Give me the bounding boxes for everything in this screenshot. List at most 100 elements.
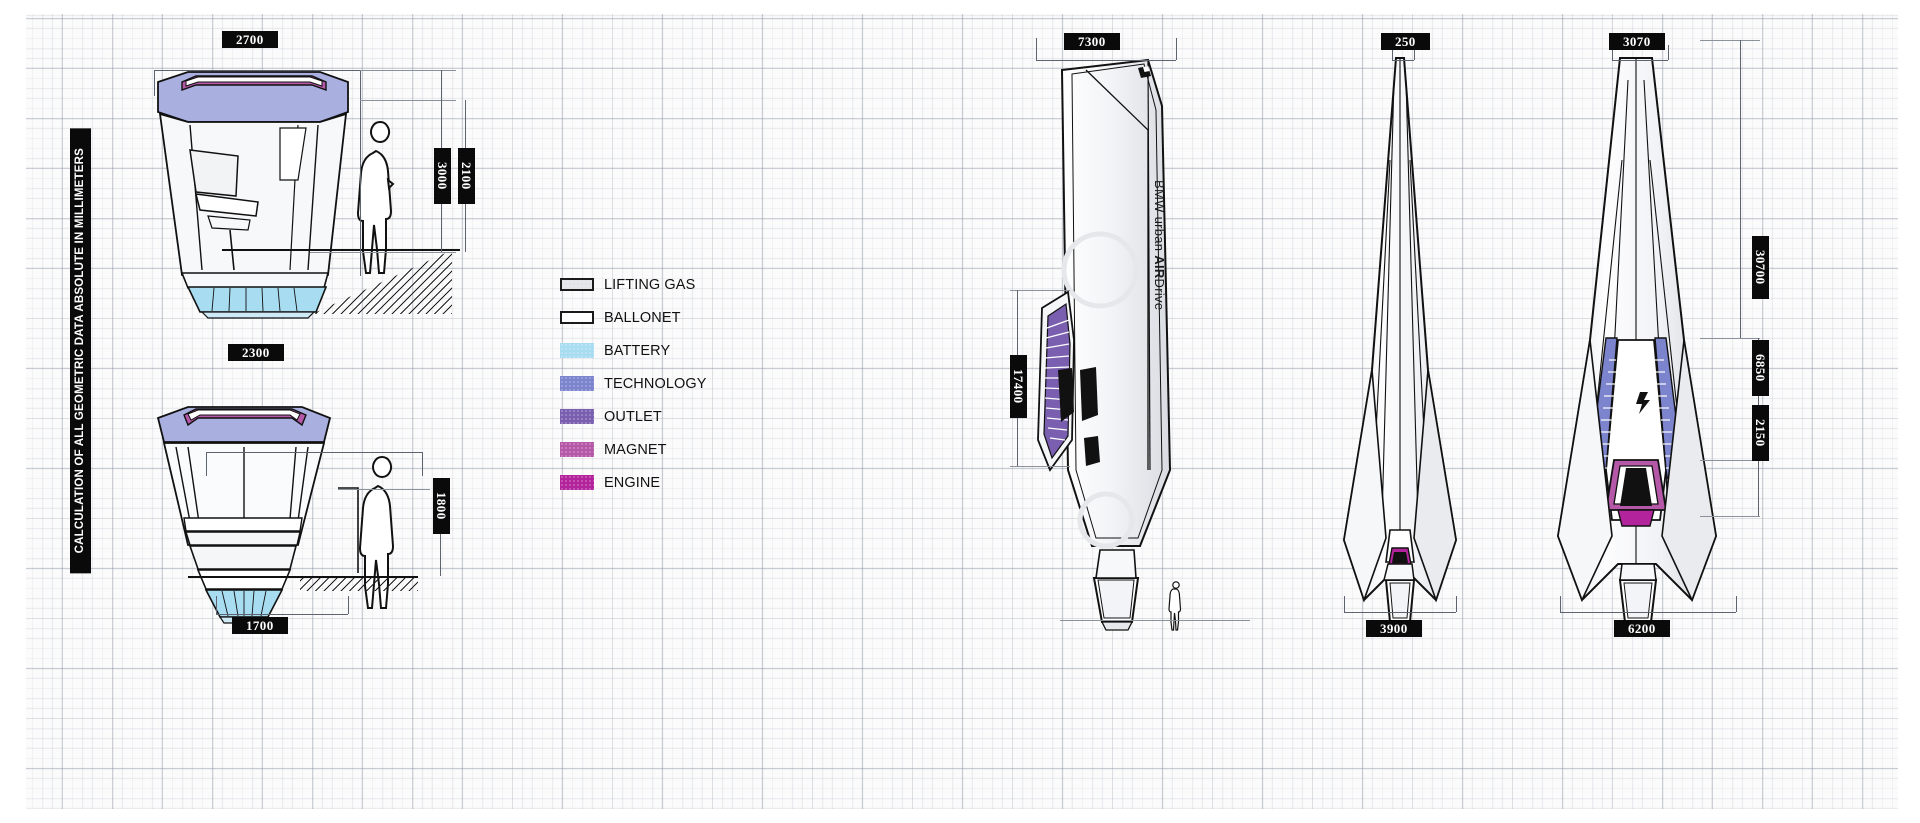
ext-line-6200-right bbox=[1736, 596, 1737, 612]
ext-tick-30700-top bbox=[1700, 40, 1760, 41]
airship-gondola-inner bbox=[1097, 579, 1135, 619]
cabin-frame-left bbox=[189, 124, 203, 271]
cabin-seat-cushion bbox=[195, 193, 259, 217]
ext-line-3900-left bbox=[1344, 596, 1345, 612]
sheet-margin-left bbox=[0, 0, 26, 823]
cabin-battery-pod bbox=[186, 286, 328, 313]
legend-label-outlet: OUTLET bbox=[604, 408, 662, 425]
ext-tick-2150-bottom bbox=[1700, 516, 1760, 517]
dim-line-3070 bbox=[1612, 60, 1668, 61]
cabin-seat-base bbox=[207, 215, 251, 231]
legend-swatch-lifting-gas bbox=[560, 278, 594, 291]
sheet-margin-right bbox=[1898, 0, 1920, 823]
sheet-caption: CALCULATION OF ALL GEOMETRIC DATA ABSOLU… bbox=[70, 128, 91, 574]
airship-hull-spine bbox=[1147, 59, 1151, 471]
ext-line-2700-left bbox=[154, 70, 155, 96]
airship-front-nozzle bbox=[1392, 552, 1408, 563]
dim-line-2300 bbox=[206, 452, 422, 453]
dim-label-3900: 3900 bbox=[1366, 620, 1422, 637]
legend-swatch-ballonet bbox=[560, 311, 594, 324]
airship-side-intake bbox=[1058, 368, 1074, 422]
materials-legend: LIFTING GAS BALLONET BATTERY TECHNOLOGY … bbox=[560, 268, 780, 499]
dim-label-30700: 30700 bbox=[1752, 236, 1769, 299]
airship-top-wing-left bbox=[1557, 339, 1613, 603]
cabin-front-band-upper bbox=[183, 517, 303, 532]
sheet-margin-bottom bbox=[0, 809, 1920, 823]
legend-item-ballonet[interactable]: BALLONET bbox=[560, 301, 780, 334]
airship-front-gondola-inner bbox=[1389, 582, 1411, 619]
dim-label-250: 250 bbox=[1381, 33, 1430, 50]
cabin-section-view bbox=[130, 30, 490, 330]
sheet-margin-top bbox=[0, 0, 1920, 14]
airship-roundel-upper bbox=[1061, 231, 1139, 309]
legend-item-engine[interactable]: ENGINE bbox=[560, 466, 780, 499]
dim-label-1700: 1700 bbox=[232, 617, 288, 634]
airship-front-wing-left bbox=[1343, 369, 1387, 603]
ext-line-1700-right bbox=[348, 596, 349, 614]
legend-item-outlet[interactable]: OUTLET bbox=[560, 400, 780, 433]
legend-item-battery[interactable]: BATTERY bbox=[560, 334, 780, 367]
dim-line-6200 bbox=[1560, 612, 1736, 613]
ext-line-3070-left bbox=[1612, 45, 1613, 60]
airship-brand-text: BMW urban AIRDrive bbox=[1152, 180, 1167, 310]
dim-label-17400: 17400 bbox=[1010, 355, 1027, 418]
airship-outlet-louvres bbox=[1044, 319, 1070, 441]
airship-body-vent-upper bbox=[1080, 367, 1098, 421]
legend-label-ballonet: BALLONET bbox=[604, 309, 681, 326]
ext-line-2300-left bbox=[206, 452, 207, 476]
cabin-front-housing bbox=[188, 545, 298, 570]
electric-bolt-icon bbox=[1636, 392, 1650, 414]
brand-drive: Drive bbox=[1152, 278, 1167, 311]
cabin-front-ballonet bbox=[187, 409, 301, 421]
legend-item-magnet[interactable]: MAGNET bbox=[560, 433, 780, 466]
ext-line-2700-right bbox=[360, 70, 361, 276]
legend-item-lifting-gas[interactable]: LIFTING GAS bbox=[560, 268, 780, 301]
airship-top-engine-core bbox=[1620, 468, 1652, 506]
ext-line-250-left bbox=[1392, 45, 1393, 60]
ground-line-front-view bbox=[188, 576, 418, 578]
ground-line-section-view bbox=[222, 249, 454, 251]
dim-line-3900 bbox=[1344, 612, 1456, 613]
cabin-battery-underskin bbox=[200, 311, 316, 319]
ext-tick-17400-top bbox=[1010, 290, 1070, 291]
baseline-airship-side bbox=[1060, 620, 1250, 621]
dim-line-6850 bbox=[1758, 338, 1759, 460]
cabin-seat-back bbox=[189, 149, 239, 197]
ext-tick-bottom bbox=[310, 252, 456, 253]
ext-line-7300-left bbox=[1036, 38, 1037, 60]
ext-tick-6850-top bbox=[1700, 338, 1760, 339]
airship-gondola-base bbox=[1100, 621, 1134, 631]
ext-line-6200-left bbox=[1560, 596, 1561, 612]
cabin-section-geometry bbox=[157, 71, 349, 319]
brand-air: AIR bbox=[1152, 255, 1167, 279]
cabin-front-view bbox=[140, 355, 480, 635]
dim-line-1700 bbox=[216, 614, 348, 615]
legend-label-magnet: MAGNET bbox=[604, 441, 667, 458]
cabin-front-battery-ribs bbox=[221, 590, 267, 617]
cabin-floor-deck bbox=[180, 272, 330, 289]
legend-swatch-magnet bbox=[560, 442, 594, 457]
airship-top-engine bbox=[1617, 509, 1655, 527]
legend-swatch-technology bbox=[560, 376, 594, 391]
legend-item-technology[interactable]: TECHNOLOGY bbox=[560, 367, 780, 400]
airship-roundel-lower bbox=[1077, 491, 1135, 549]
legend-swatch-engine bbox=[560, 475, 594, 490]
legend-label-technology: TECHNOLOGY bbox=[604, 375, 707, 392]
airship-top-gondola-neck bbox=[1619, 563, 1657, 581]
dim-line-2150 bbox=[1758, 460, 1759, 516]
scale-figure-person-3 bbox=[1168, 581, 1182, 631]
airship-front-spines bbox=[1371, 58, 1429, 580]
dim-label-6200: 6200 bbox=[1614, 620, 1670, 637]
airship-top-view bbox=[1520, 40, 1760, 631]
dim-line-7300 bbox=[1036, 60, 1176, 61]
ext-line-250-right bbox=[1414, 45, 1415, 60]
scale-figure-person bbox=[356, 121, 395, 274]
cabin-battery-ribs bbox=[211, 287, 298, 312]
ext-line-3900-right bbox=[1456, 596, 1457, 612]
dim-line-2700 bbox=[154, 70, 360, 71]
dim-label-3000: 3000 bbox=[434, 148, 451, 204]
cabin-front-housing-lower bbox=[196, 569, 292, 590]
ext-tick-2150-top bbox=[1700, 460, 1760, 461]
ext-tick-17400-bottom bbox=[1010, 466, 1070, 467]
